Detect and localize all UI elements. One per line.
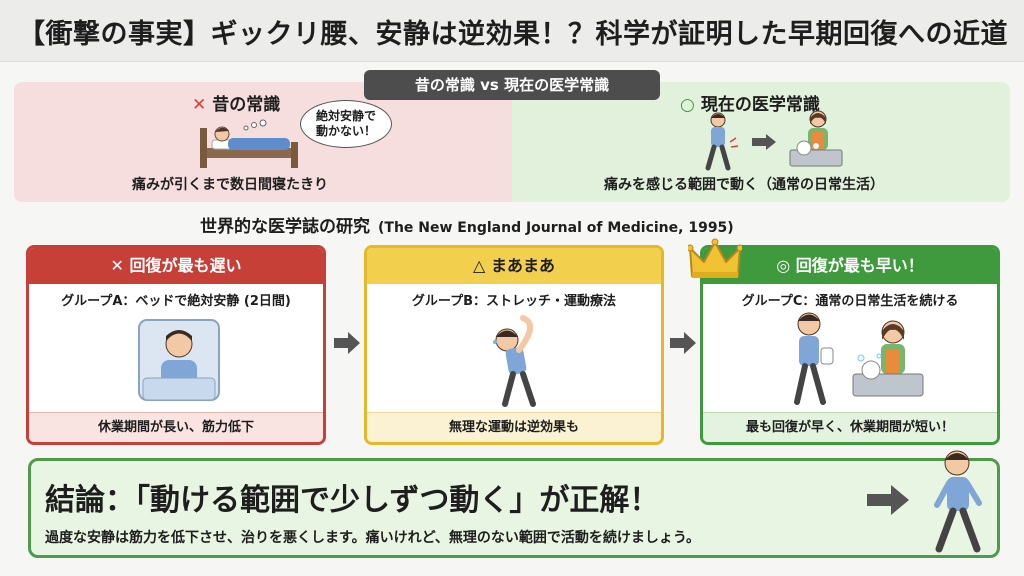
group-b-result: 無理な運動は逆効果も (367, 412, 661, 442)
group-b-description: グループB：ストレッチ・運動療法 (411, 294, 617, 309)
group-a-card: ✕ 回復が最も遅い グループA：ベッドで絶対安静 (2日間) 休業期間が長い、筋… (26, 245, 326, 445)
arrow-right-icon (867, 485, 909, 515)
walking-person-icon (934, 450, 982, 553)
new-panel-label: 現在の医学常識 (700, 95, 820, 115)
conclusion-headline: 結論：「動ける範囲で少しずつ動く」が正解！ (45, 483, 660, 518)
arrow-right-icon (752, 134, 776, 150)
old-common-sense-panel: ✕昔の常識 絶対安静で 動かない！ 痛みが引くまで数日間寝たきり (14, 82, 512, 202)
patient-in-bed-icon (138, 319, 220, 401)
triangle-mark-icon: △ (473, 256, 486, 275)
page-title: 【衝撃の事実】ギックリ腰、安静は逆効果！？科学が証明した早期回復への近道 (18, 19, 1008, 50)
bedridden-person-icon (200, 119, 298, 168)
new-panel-heading: ○現在の医学常識 (680, 90, 820, 115)
group-a-result: 休業期間が長い、筋力低下 (29, 412, 323, 442)
new-common-sense-panel: ○現在の医学常識 痛みを感じる範囲で動く（通常の日常生活） (512, 82, 1010, 202)
comparison-header: 昔の常識 vs 現在の医学常識 (364, 70, 660, 100)
group-c-rating: 回復が最も早い！ (795, 256, 924, 275)
arrow-right-icon (334, 332, 360, 354)
conclusion-detail: 過度な安静は筋力を低下させ、治りを悪くします。痛いけれど、無理のない範囲で活動を… (45, 530, 701, 546)
washing-dishes-person-icon (852, 320, 924, 397)
study-heading-label: 世界的な医学誌の研究 (200, 217, 370, 237)
group-b-header: △ まあまあ (367, 248, 661, 284)
x-mark-icon: ✕ (192, 95, 207, 115)
circle-mark-icon: ○ (680, 95, 695, 115)
old-panel-caption: 痛みが引くまで数日間寝たきり (132, 177, 328, 193)
new-panel-caption: 痛みを感じる範囲で動く（通常の日常生活） (604, 177, 884, 193)
journal-citation: (The New England Journal of Medicine, 19… (378, 220, 734, 236)
title-bar: 【衝撃の事実】ギックリ腰、安静は逆効果！？科学が証明した早期回復への近道 (0, 0, 1024, 62)
arrow-right-icon (670, 332, 696, 354)
old-panel-heading: ✕昔の常識 (192, 90, 280, 115)
group-c-description: グループC：通常の日常生活を続ける (741, 294, 959, 309)
thought-bubble: 絶対安静で 動かない！ (300, 100, 392, 148)
study-heading: 世界的な医学誌の研究 (The New England Journal of Me… (200, 212, 734, 237)
x-mark-icon: ✕ (110, 256, 124, 275)
group-c-header: ◎ 回復が最も早い！ (703, 248, 997, 284)
double-circle-mark-icon: ◎ (776, 256, 791, 275)
stretching-person-icon (493, 315, 536, 407)
walking-person-icon (705, 112, 739, 171)
conclusion-box: 結論：「動ける範囲で少しずつ動く」が正解！ 過度な安静は筋力を低下させ、治りを悪… (28, 450, 1000, 558)
walking-person-icon (794, 312, 834, 405)
comparison-section: ✕昔の常識 絶対安静で 動かない！ 痛みが引くまで数日間寝たきり ○現在の医学常… (14, 82, 1010, 202)
group-b-rating: まあまあ (490, 256, 555, 275)
group-c-card: ◎ 回復が最も早い！ グループC：通常の日常生活を続ける 最も回復が早く、休業期… (700, 245, 1000, 445)
group-a-rating: 回復が最も遅い (129, 256, 242, 275)
washing-dishes-person-icon (789, 110, 843, 167)
bubble-line-1: 絶対安静で (315, 109, 376, 123)
group-a-header: ✕ 回復が最も遅い (29, 248, 323, 284)
bubble-line-2: 動かない！ (315, 124, 376, 138)
group-c-result: 最も回復が早く、休業期間が短い！ (703, 412, 997, 442)
old-panel-label: 昔の常識 (212, 95, 281, 115)
group-a-description: グループA：ベッドで絶対安静 (2日間) (61, 294, 291, 309)
group-b-card: △ まあまあ グループB：ストレッチ・運動療法 無理な運動は逆効果も (364, 245, 664, 445)
crown-icon (688, 238, 742, 278)
